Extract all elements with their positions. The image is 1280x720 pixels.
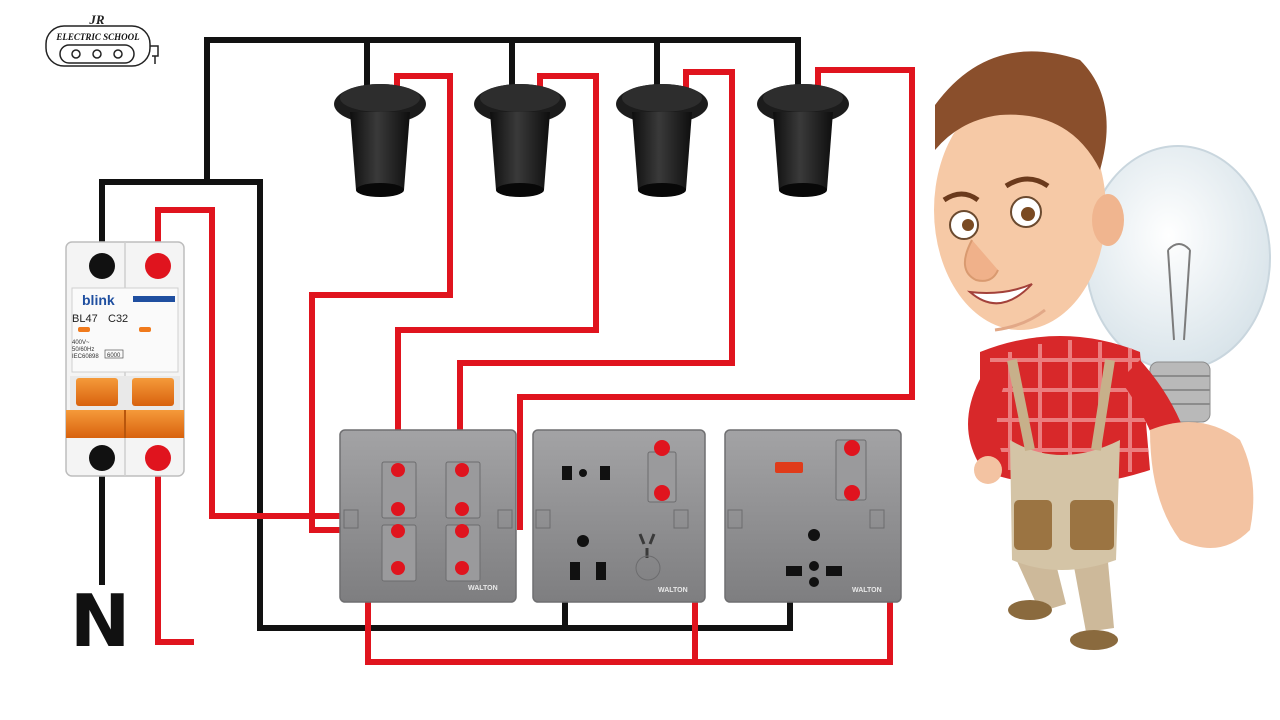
breaker-line-out-terminal bbox=[145, 445, 171, 471]
breaker-capacity: 6000 bbox=[107, 353, 121, 359]
logo: JR ELECTRIC SCHOOL bbox=[45, 12, 159, 67]
breaker-model: BL47 bbox=[72, 313, 98, 325]
logo-initials: JR bbox=[88, 12, 105, 27]
socket-2-brand: WALTON bbox=[852, 587, 882, 594]
breaker-rating: C32 bbox=[108, 313, 128, 325]
socket-plate-1: WALTON bbox=[532, 429, 706, 603]
breaker-neutral-in-terminal bbox=[89, 253, 115, 279]
neutral-wires bbox=[99, 37, 801, 631]
breaker-frequency: 50/60Hz bbox=[72, 347, 94, 353]
circuit-breaker: blink BL47 C32 400V~ 50/60Hz IEC60898 60… bbox=[65, 241, 185, 477]
lamp-holder-2 bbox=[474, 84, 566, 197]
breaker-neutral-out-terminal bbox=[89, 445, 115, 471]
lamp-holder-1 bbox=[334, 84, 426, 197]
breaker-voltage: 400V~ bbox=[72, 340, 90, 346]
electrician-illustration bbox=[934, 51, 1271, 650]
neutral-label: N bbox=[70, 579, 130, 663]
switch-plate: WALTON bbox=[339, 429, 517, 603]
breaker-standard: IEC60898 bbox=[72, 354, 99, 360]
switch-plate-brand: WALTON bbox=[468, 585, 498, 592]
socket-plate-2: WALTON bbox=[724, 429, 902, 603]
lamp-holders bbox=[334, 84, 849, 197]
lamp-holder-4 bbox=[757, 84, 849, 197]
breaker-brand: blink bbox=[82, 292, 115, 308]
breaker-line-in-terminal bbox=[145, 253, 171, 279]
socket-1-brand: WALTON bbox=[658, 587, 688, 594]
logo-name: ELECTRIC SCHOOL bbox=[55, 32, 140, 42]
lamp-holder-3 bbox=[616, 84, 708, 197]
line-label-mark bbox=[155, 600, 194, 645]
